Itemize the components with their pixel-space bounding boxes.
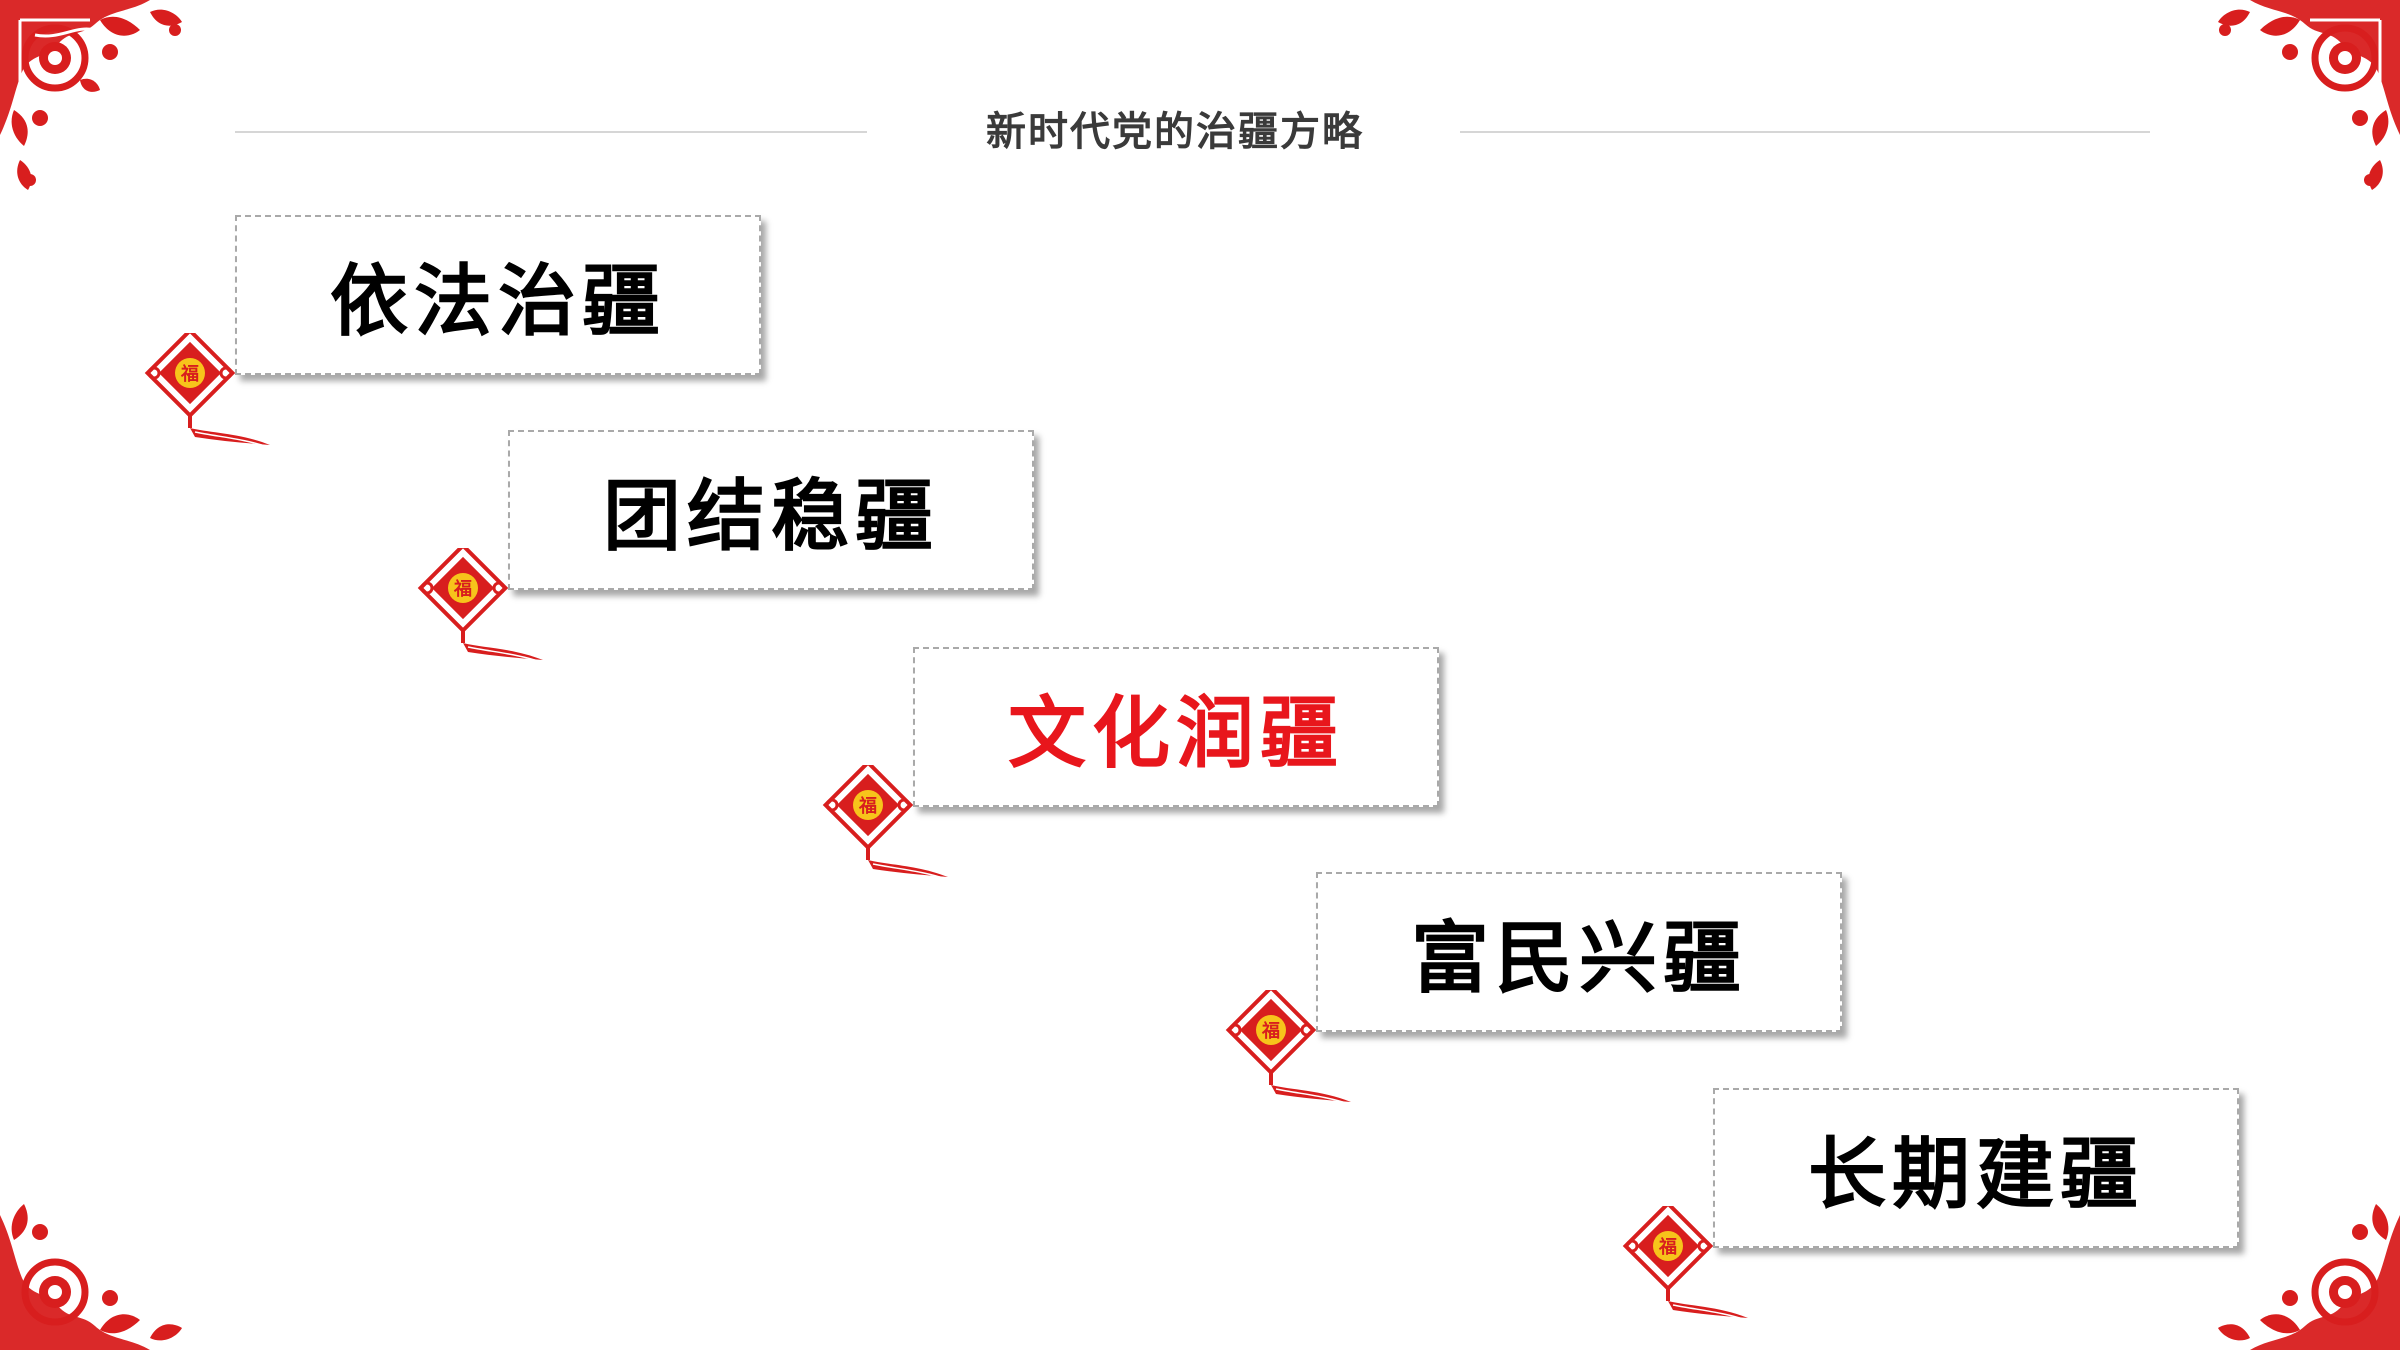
chinese-knot-icon: 福 [144,333,270,448]
strategy-label-4: 富民兴疆 [1410,914,1747,1004]
svg-text:福: 福 [1658,1236,1677,1258]
svg-text:福: 福 [858,795,877,817]
strategy-item-4: 福 富民兴疆 [1225,872,1842,1105]
strategy-card-2: 团结稳疆 [508,430,1034,590]
title-row: 新时代党的治疆方略 [235,100,2150,164]
chinese-knot-icon: 福 [1622,1206,1748,1321]
chinese-knot-icon: 福 [417,548,543,663]
papercut-corner-top-right-icon [2218,0,2400,190]
papercut-corner-top-left-icon [0,0,182,190]
papercut-corner-bottom-left-icon [0,1204,182,1350]
strategy-label-3: 文化润疆 [1007,689,1344,779]
strategy-item-1: 福 依法治疆 [144,215,761,448]
svg-text:福: 福 [453,578,472,600]
strategy-card-1: 依法治疆 [235,215,761,375]
strategy-label-1: 依法治疆 [329,257,666,347]
chinese-knot-icon: 福 [1225,990,1351,1105]
title-divider-right [1460,131,2150,133]
page-title: 新时代党的治疆方略 [986,109,1364,155]
chinese-knot-icon: 福 [822,765,948,880]
strategy-item-2: 福 团结稳疆 [417,430,1034,663]
strategy-label-5: 长期建疆 [1807,1130,2144,1220]
strategy-card-3: 文化润疆 [913,647,1439,807]
strategy-card-4: 富民兴疆 [1316,872,1842,1032]
papercut-corner-bottom-right-icon [2218,1204,2400,1350]
title-divider-left [235,131,867,133]
svg-text:福: 福 [1261,1020,1280,1042]
strategy-item-5: 福 长期建疆 [1622,1088,2239,1321]
svg-text:福: 福 [180,363,199,385]
strategy-item-3: 福 文化润疆 [822,647,1439,880]
strategy-label-2: 团结稳疆 [602,472,939,562]
strategy-card-5: 长期建疆 [1713,1088,2239,1248]
